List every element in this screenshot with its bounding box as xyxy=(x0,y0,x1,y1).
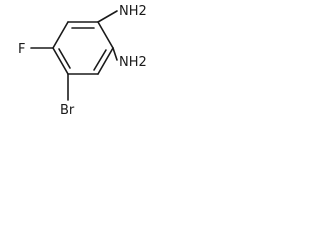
ring-bond-5 xyxy=(52,47,69,75)
bond-to-nh2-bottom xyxy=(112,47,118,61)
ring-bond-6 xyxy=(52,21,69,49)
molecule-structure: NH2 NH2 F Br xyxy=(18,4,147,118)
nh2-bottom-label: NH2 xyxy=(119,55,147,70)
ring-bond-2 xyxy=(97,21,114,49)
benzene-ring xyxy=(52,21,114,75)
ring-double-bond-3 xyxy=(58,48,71,69)
fluorine-label: F xyxy=(18,42,25,57)
ring-double-bond-2 xyxy=(93,49,107,71)
bond-to-nh2-top xyxy=(97,10,118,23)
bromine-label: Br xyxy=(60,103,75,118)
nh2-top-label: NH2 xyxy=(119,4,147,19)
ring-bond-3 xyxy=(97,47,114,75)
